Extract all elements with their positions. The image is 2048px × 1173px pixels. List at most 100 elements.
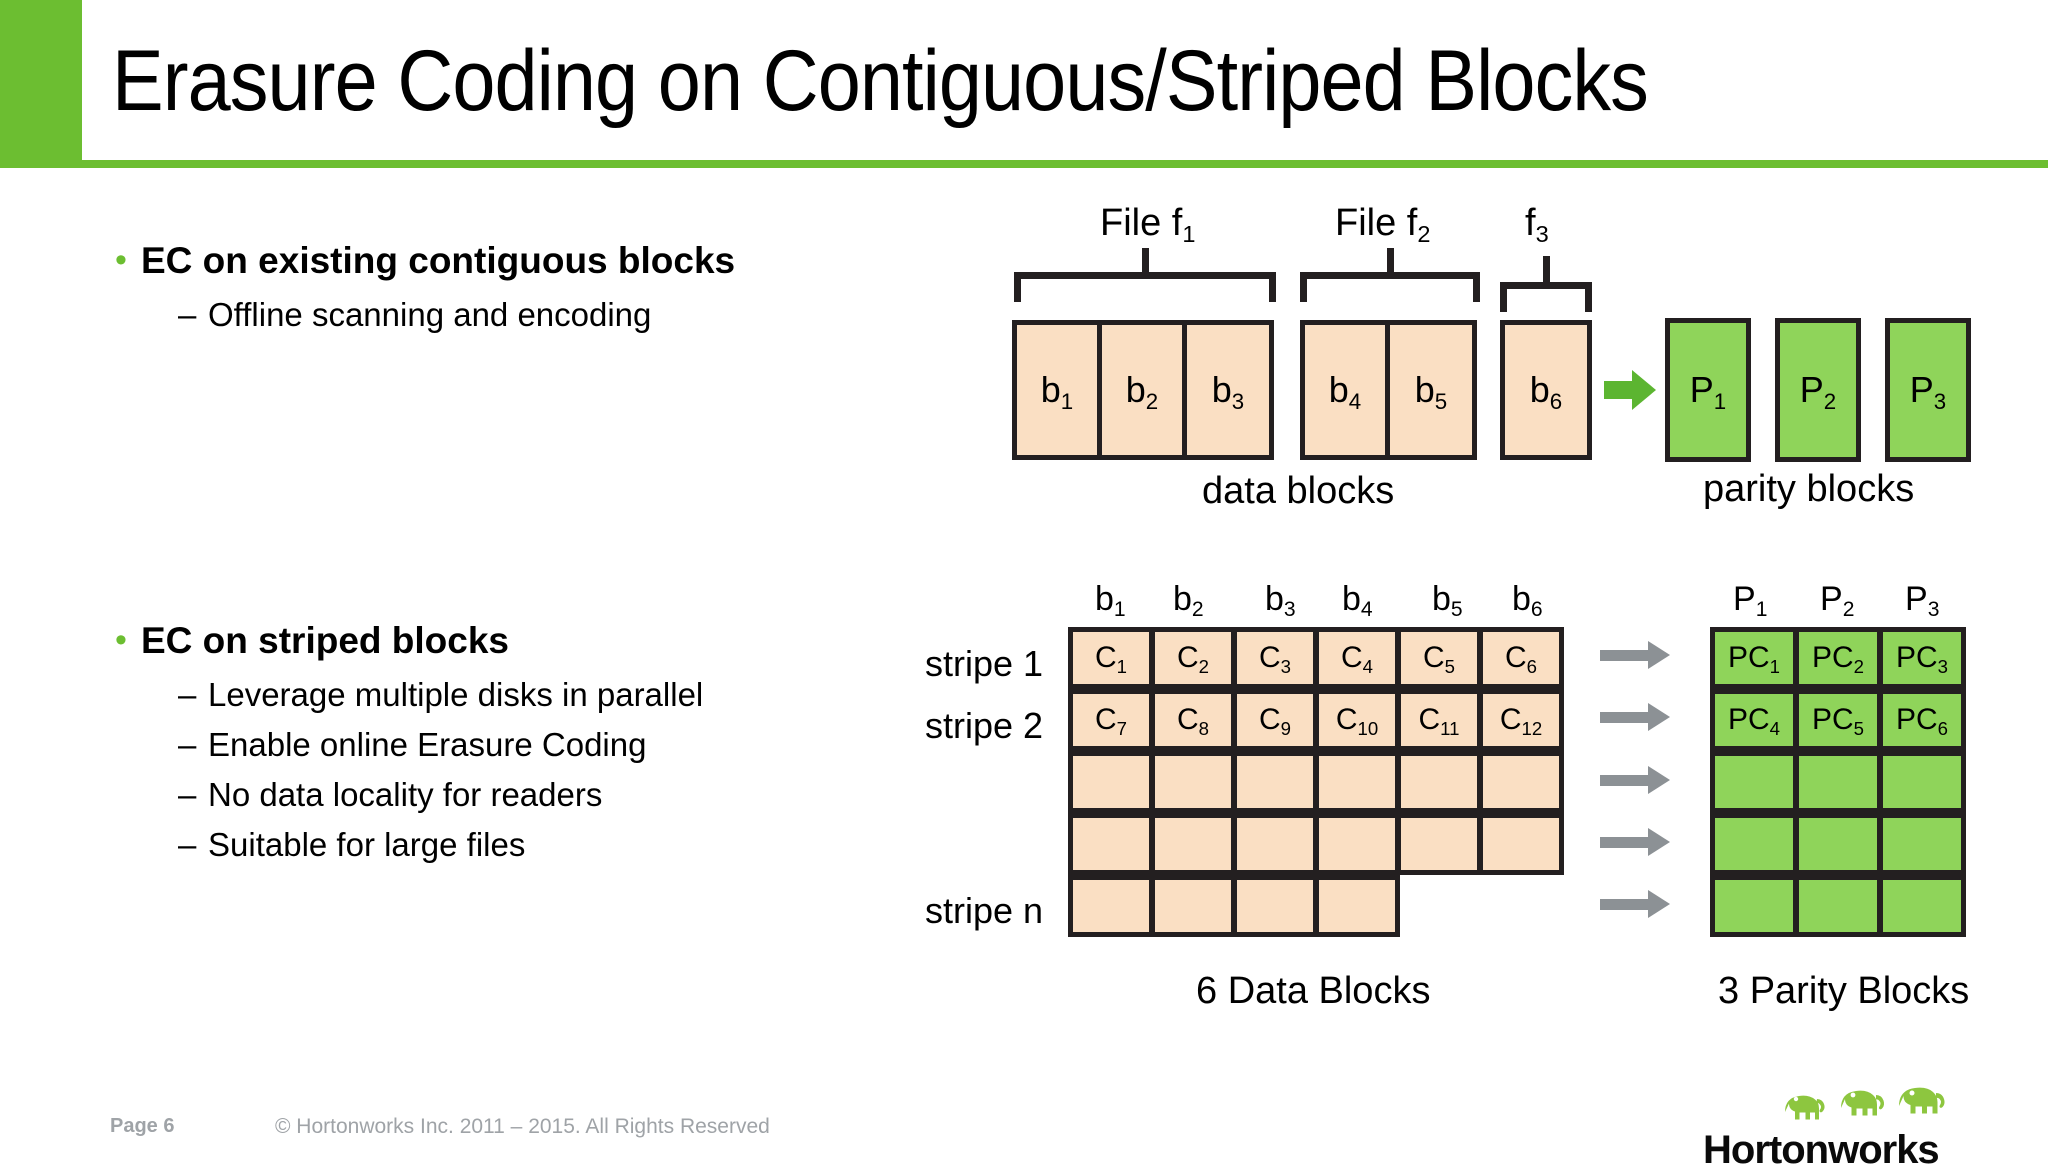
sub-bullet-online-ec: – Enable online Erasure Coding: [178, 723, 646, 767]
encode-arrow-icon: [1604, 370, 1658, 410]
parity-cell-empty: [1878, 751, 1966, 813]
dash-icon: –: [178, 826, 197, 863]
grid-cell-c7: C7: [1068, 689, 1154, 751]
grid-cell-c12: C12: [1478, 689, 1564, 751]
stripe-arrow-icon: [1600, 766, 1672, 794]
grid-cell-c11: C11: [1396, 689, 1482, 751]
grid-cell-c3: C3: [1232, 627, 1318, 689]
bracket-f3: [1500, 256, 1592, 312]
sub-bullet-leverage-disks: – Leverage multiple disks in parallel: [178, 673, 703, 717]
bullet-dot-icon: •: [115, 621, 127, 659]
dash-icon: –: [178, 776, 197, 813]
parity-cell-pc3: PC3: [1878, 627, 1966, 689]
sub-bullet-label: Leverage multiple disks in parallel: [208, 676, 704, 713]
parity-cell-empty: [1794, 813, 1882, 875]
bullet-ec-contiguous: • EC on existing contiguous blocks: [115, 240, 735, 282]
parity-column-header-p3: P3: [1905, 580, 1940, 622]
bracket-f1: [1014, 248, 1276, 307]
bracket-f2: [1300, 248, 1480, 307]
sub-bullet-offline-scanning: – Offline scanning and encoding: [178, 293, 651, 337]
page-number: Page 6: [110, 1115, 175, 1137]
parity-cell-pc5: PC5: [1794, 689, 1882, 751]
parity-cell-pc6: PC6: [1878, 689, 1966, 751]
caption-parity-blocks: parity blocks: [1703, 468, 1915, 510]
row-label-stripe-n: stripe n: [925, 890, 1044, 931]
grid-cell-empty: [1068, 813, 1154, 875]
parity-cell-pc1: PC1: [1710, 627, 1798, 689]
parity-block-p3: P3: [1885, 318, 1971, 462]
stripe-arrow-icon: [1600, 828, 1672, 856]
data-block-b6: b6: [1500, 320, 1592, 460]
sub-bullet-no-data-locality: – No data locality for readers: [178, 773, 602, 817]
grid-cell-c10: C10: [1314, 689, 1400, 751]
grid-cell-empty: [1314, 751, 1400, 813]
grid-cell-empty: [1150, 813, 1236, 875]
grid-cell-c9: C9: [1232, 689, 1318, 751]
bullet-ec-striped: • EC on striped blocks: [115, 620, 509, 662]
caption-3-parity-blocks: 3 Parity Blocks: [1718, 970, 1970, 1012]
column-header-b5: b5: [1432, 580, 1463, 622]
parity-cell-pc2: PC2: [1794, 627, 1882, 689]
data-block-b1: b1: [1012, 320, 1102, 460]
dash-icon: –: [178, 676, 197, 713]
column-header-b1: b1: [1095, 580, 1126, 622]
data-block-b3: b3: [1182, 320, 1274, 460]
caption-6-data-blocks: 6 Data Blocks: [1196, 970, 1431, 1012]
parity-column-header-p1: P1: [1733, 580, 1768, 622]
parity-cell-empty: [1710, 875, 1798, 937]
grid-cell-empty: [1068, 875, 1154, 937]
copyright-notice: © Hortonworks Inc. 2011 – 2015. All Righ…: [275, 1115, 770, 1138]
data-block-b5: b5: [1385, 320, 1477, 460]
bullet-heading: EC on striped blocks: [141, 620, 510, 661]
sub-bullet-label: Enable online Erasure Coding: [208, 726, 647, 763]
file-label-f3: f3: [1525, 202, 1549, 248]
parity-cell-empty: [1794, 751, 1882, 813]
parity-cell-empty: [1710, 751, 1798, 813]
grid-cell-empty: [1150, 875, 1236, 937]
parity-column-header-p2: P2: [1820, 580, 1855, 622]
header-rule: [82, 160, 2048, 168]
column-header-b4: b4: [1342, 580, 1373, 622]
parity-cell-empty: [1710, 813, 1798, 875]
grid-cell-c4: C4: [1314, 627, 1400, 689]
grid-cell-c2: C2: [1150, 627, 1236, 689]
stripe-arrow-icon: [1600, 641, 1672, 669]
grid-cell-c5: C5: [1396, 627, 1482, 689]
grid-cell-empty: [1232, 875, 1318, 937]
grid-cell-empty: [1068, 751, 1154, 813]
header-rule-left: [0, 160, 82, 168]
sub-bullet-label: Offline scanning and encoding: [208, 296, 652, 333]
parity-block-p1: P1: [1665, 318, 1751, 462]
grid-cell-c6: C6: [1478, 627, 1564, 689]
sub-bullet-label: No data locality for readers: [208, 776, 603, 813]
bullet-dot-icon: •: [115, 241, 127, 279]
page-title: Erasure Coding on Contiguous/Striped Blo…: [112, 33, 1649, 129]
grid-cell-empty: [1232, 813, 1318, 875]
column-header-b6: b6: [1512, 580, 1543, 622]
dash-icon: –: [178, 296, 197, 333]
slide-header: Erasure Coding on Contiguous/Striped Blo…: [0, 0, 2048, 170]
bullet-heading: EC on existing contiguous blocks: [141, 240, 736, 281]
grid-cell-c1: C1: [1068, 627, 1154, 689]
header-accent-bar: [0, 0, 82, 168]
parity-block-p2: P2: [1775, 318, 1861, 462]
grid-cell-empty: [1478, 813, 1564, 875]
grid-cell-c8: C8: [1150, 689, 1236, 751]
row-label-stripe-1: stripe 1: [925, 643, 1044, 684]
column-header-b3: b3: [1265, 580, 1296, 622]
grid-cell-empty: [1150, 751, 1236, 813]
grid-cell-empty: [1314, 813, 1400, 875]
dash-icon: –: [178, 726, 197, 763]
file-label-f2: File f2: [1335, 202, 1431, 248]
column-header-b2: b2: [1173, 580, 1204, 622]
row-label-stripe-2: stripe 2: [925, 705, 1044, 746]
stripe-arrow-icon: [1600, 703, 1672, 731]
caption-data-blocks: data blocks: [1202, 470, 1395, 512]
elephants-icon: [1785, 1087, 1945, 1120]
file-label-f1: File f1: [1100, 202, 1196, 248]
stripe-arrow-icon: [1600, 890, 1672, 918]
sub-bullet-large-files: – Suitable for large files: [178, 823, 525, 867]
grid-cell-empty: [1314, 875, 1400, 937]
grid-cell-empty: [1478, 751, 1564, 813]
grid-cell-empty: [1396, 751, 1482, 813]
